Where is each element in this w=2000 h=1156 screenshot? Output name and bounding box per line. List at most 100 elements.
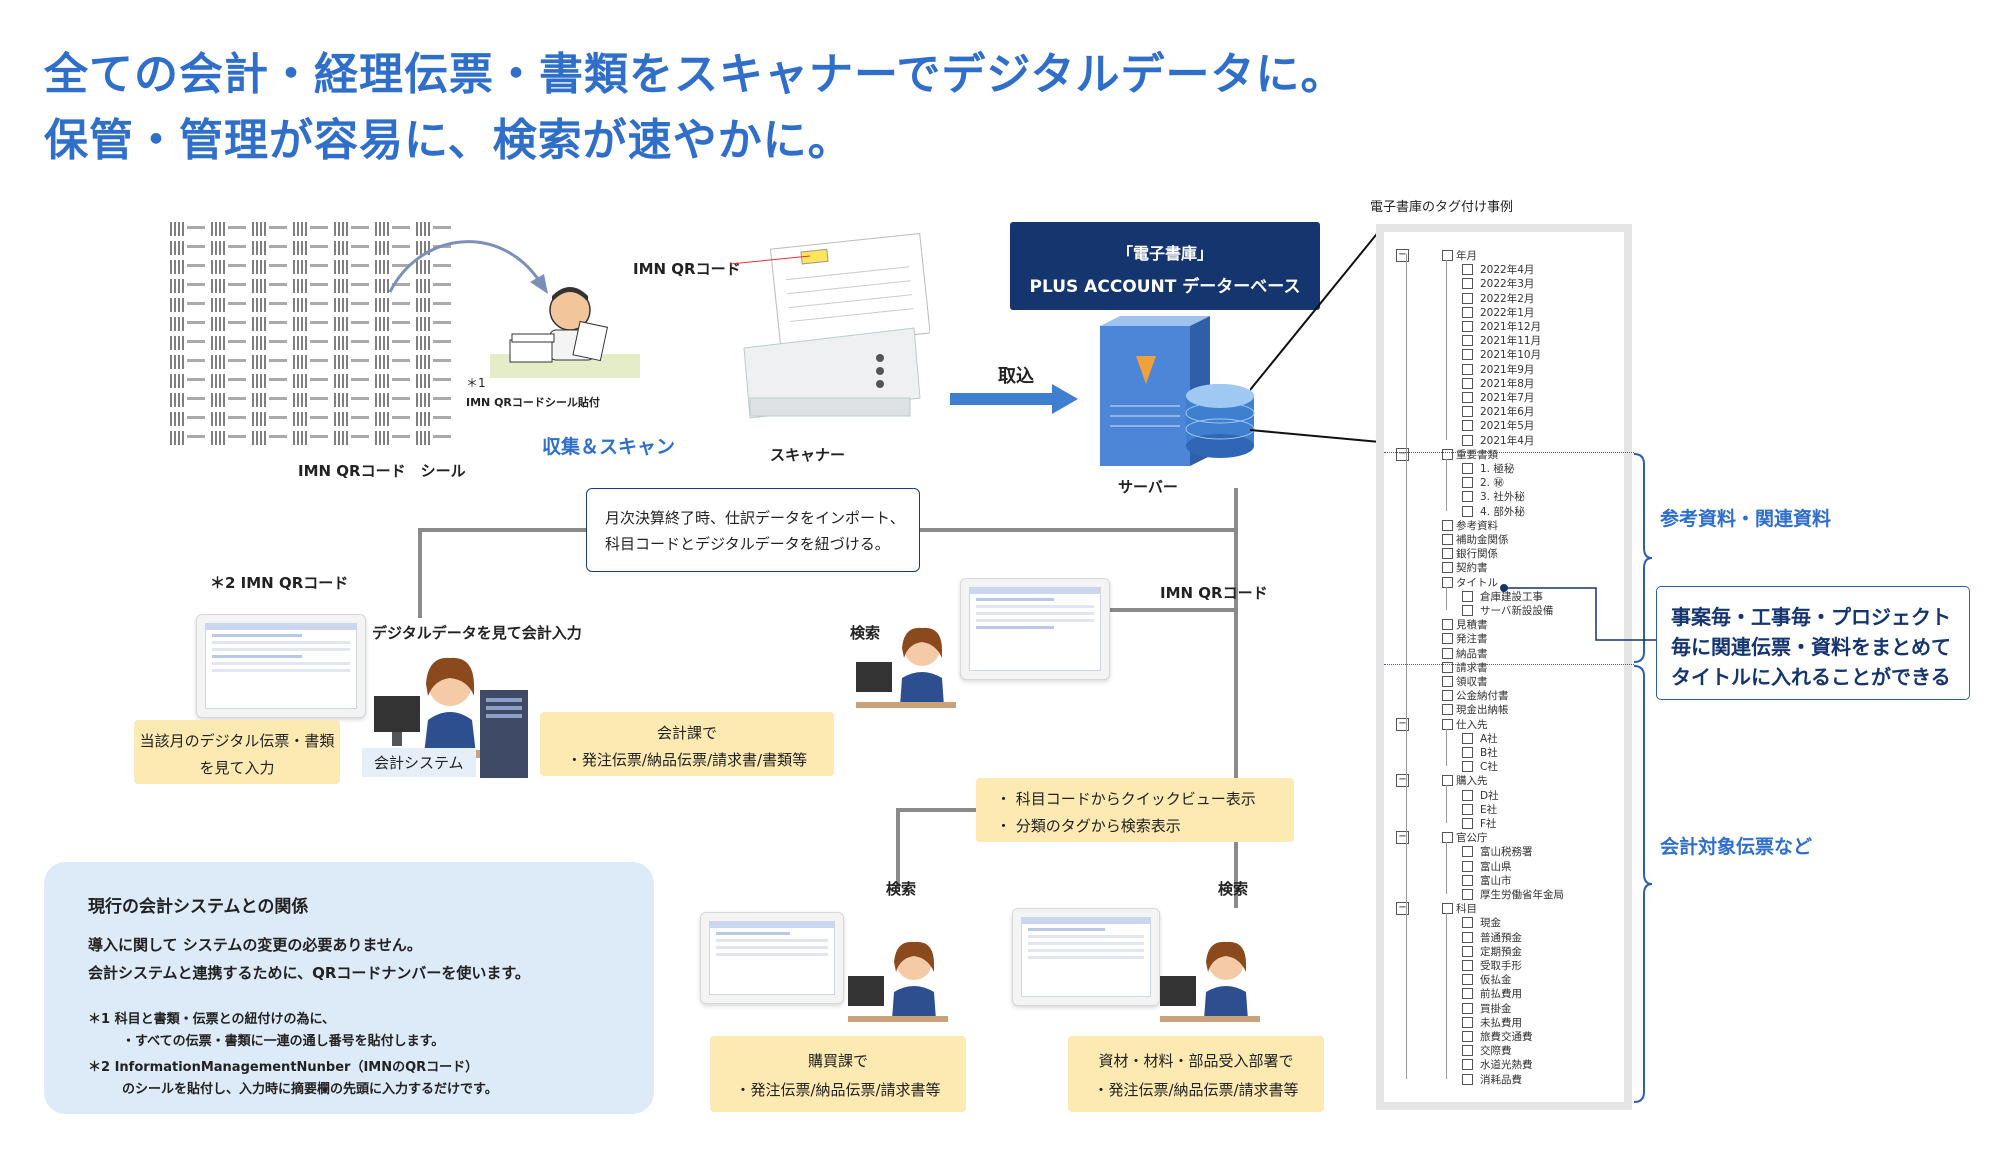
tree-checkbox[interactable] [1462, 960, 1473, 971]
tree-checkbox[interactable] [1462, 860, 1473, 872]
tree-item-label: 富山市 [1480, 874, 1512, 887]
tree-checkbox[interactable] [1462, 846, 1473, 858]
tree-checkbox[interactable] [1442, 562, 1453, 574]
qr-seal-number [351, 264, 369, 267]
tree-checkbox[interactable] [1462, 803, 1473, 815]
qr-seal-icon [334, 355, 348, 369]
tree-checkbox[interactable] [1462, 1073, 1473, 1085]
qr-seal-number [187, 302, 205, 305]
tree-checkbox[interactable] [1462, 349, 1473, 361]
tree-checkbox[interactable] [1462, 292, 1473, 304]
qr-seal-number [187, 359, 205, 362]
tree-item-label: 現金 [1480, 917, 1501, 930]
tree-item-label: 重要書類 [1456, 448, 1498, 461]
tree-checkbox[interactable] [1462, 789, 1473, 801]
tree-collapse-icon[interactable]: − [1396, 774, 1409, 788]
tree-checkbox[interactable] [1442, 832, 1453, 844]
materials-line2: ・発注伝票/納品伝票/請求書等 [1093, 1081, 1299, 1099]
qr-seal-number [392, 283, 410, 286]
tree-checkbox[interactable] [1462, 335, 1473, 347]
tree-checkbox[interactable] [1462, 420, 1473, 432]
tree-checkbox[interactable] [1462, 874, 1473, 886]
qr-seal-icon [293, 222, 307, 236]
tag-example-caption: 電子書庫のタグ付け事例 [1370, 200, 1514, 215]
tree-checkbox[interactable] [1442, 903, 1453, 915]
tree-checkbox[interactable] [1462, 818, 1473, 829]
tree-checkbox[interactable] [1442, 676, 1453, 687]
qr-seal-icon [170, 374, 184, 388]
tree-checkbox[interactable] [1462, 747, 1473, 758]
tree-checkbox[interactable] [1442, 548, 1453, 560]
qr-seal-icon [211, 374, 225, 388]
tree-checkbox[interactable] [1462, 1031, 1473, 1042]
tree-checkbox[interactable] [1462, 434, 1473, 446]
tree-checkbox[interactable] [1462, 1002, 1473, 1014]
database-box: 「電子書庫」 PLUS ACCOUNT データーベース [1010, 222, 1320, 310]
tree-guide-line [1446, 586, 1447, 610]
tree-checkbox[interactable] [1462, 505, 1473, 517]
qr-seal-icon [375, 412, 389, 426]
tree-checkbox[interactable] [1462, 406, 1473, 418]
tree-collapse-icon[interactable]: − [1396, 902, 1409, 916]
tree-checkbox[interactable] [1462, 392, 1473, 403]
qr-seal-icon [211, 412, 225, 426]
tree-checkbox[interactable] [1442, 661, 1453, 673]
qr-seal-number [392, 340, 410, 343]
tree-checkbox[interactable] [1462, 491, 1473, 503]
tree-checkbox[interactable] [1462, 917, 1473, 929]
tree-collapse-icon[interactable]: − [1396, 831, 1409, 845]
tree-checkbox[interactable] [1462, 306, 1473, 318]
tree-checkbox[interactable] [1462, 363, 1473, 375]
qr-seal-number [351, 397, 369, 400]
tree-checkbox[interactable] [1442, 576, 1453, 588]
tree-collapse-icon[interactable]: − [1396, 447, 1409, 461]
qr-seal-number [351, 416, 369, 419]
tree-checkbox[interactable] [1442, 690, 1453, 702]
tree-checkbox[interactable] [1442, 619, 1453, 631]
tree-checkbox[interactable] [1462, 988, 1473, 1000]
tree-checkbox[interactable] [1442, 534, 1453, 545]
materials-monitor [1012, 908, 1160, 1006]
tree-checkbox[interactable] [1462, 605, 1473, 616]
tree-checkbox[interactable] [1462, 321, 1473, 332]
monthly-line2: 科目コードとデジタルデータを紐づける。 [605, 535, 890, 553]
import-arrow-icon [950, 384, 1078, 414]
tree-checkbox[interactable] [1462, 590, 1473, 602]
qr-seal-number [187, 397, 205, 400]
qr-seal-icon [211, 317, 225, 331]
tree-checkbox[interactable] [1462, 1016, 1473, 1028]
tree-checkbox[interactable] [1442, 775, 1453, 787]
tree-checkbox[interactable] [1462, 278, 1473, 290]
tree-checkbox[interactable] [1442, 519, 1453, 531]
tree-checkbox[interactable] [1462, 945, 1473, 957]
qr-seal-number [433, 321, 451, 324]
qr-seal-label: IMN QRコード シール [298, 462, 466, 480]
tree-checkbox[interactable] [1462, 1059, 1473, 1071]
tree-checkbox[interactable] [1462, 1045, 1473, 1057]
accounting-dept-note: 会計課で ・発注伝票/納品伝票/請求書/書類等 [540, 712, 834, 776]
tree-checkbox[interactable] [1462, 761, 1473, 773]
tree-checkbox[interactable] [1442, 448, 1453, 460]
tree-checkbox[interactable] [1462, 264, 1473, 276]
tree-checkbox[interactable] [1462, 889, 1473, 900]
tree-collapse-icon[interactable]: − [1396, 249, 1409, 262]
tree-checkbox[interactable] [1442, 704, 1453, 716]
tree-checkbox[interactable] [1462, 974, 1473, 986]
tree-guide-line [1446, 842, 1447, 894]
tree-checkbox[interactable] [1462, 732, 1473, 744]
tree-collapse-icon[interactable]: − [1396, 717, 1409, 731]
tree-checkbox[interactable] [1442, 250, 1453, 261]
tree-checkbox[interactable] [1462, 931, 1473, 943]
tree-item-label: 納品書 [1456, 647, 1488, 660]
tree-item-label: 補助金関係 [1456, 534, 1509, 546]
tree-checkbox[interactable] [1462, 477, 1473, 489]
tree-checkbox[interactable] [1462, 377, 1473, 389]
qr-seal-number [392, 397, 410, 400]
tree-checkbox[interactable] [1462, 463, 1473, 474]
tree-item-label: 2021年5月 [1480, 420, 1535, 433]
qr-seal-number [392, 264, 410, 267]
tree-checkbox[interactable] [1442, 718, 1453, 730]
tree-checkbox[interactable] [1442, 633, 1453, 645]
tree-checkbox[interactable] [1442, 647, 1453, 659]
qr-seal-number [433, 283, 451, 286]
